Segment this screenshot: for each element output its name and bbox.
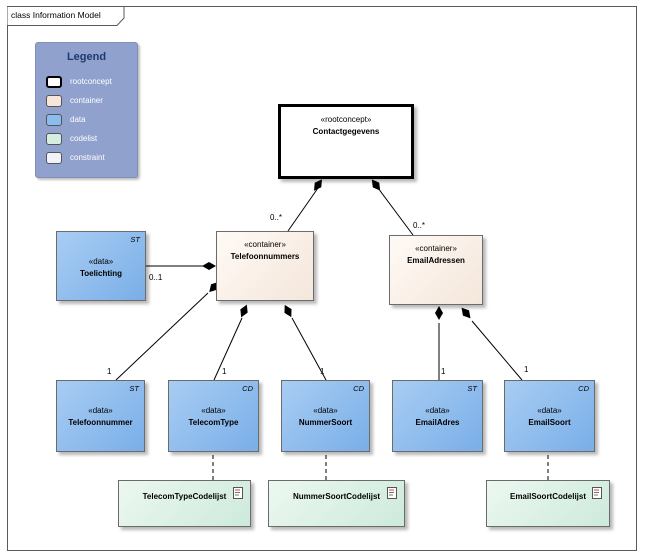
- class-name: EmailAdres: [415, 418, 460, 427]
- class-name: Telefoonnummer: [68, 418, 133, 427]
- multiplicity-label: 1: [441, 367, 446, 376]
- codelist-nummersoortcodelijst[interactable]: NummerSoortCodelijst: [268, 480, 405, 527]
- legend-label: rootconcept: [70, 77, 112, 86]
- class-stereotype: «data»: [201, 406, 226, 415]
- class-datatype-tag: CD: [578, 384, 589, 393]
- multiplicity-label: 1: [107, 367, 112, 376]
- class-nummersoort[interactable]: CD «data» NummerSoort: [281, 380, 370, 452]
- class-stereotype: «container»: [244, 240, 286, 249]
- legend-label: codelist: [70, 134, 98, 143]
- class-telecomtype[interactable]: CD «data» TelecomType: [168, 380, 259, 452]
- legend-swatch-data: [46, 114, 62, 126]
- multiplicity-label: 1: [524, 365, 529, 374]
- document-icon: [387, 487, 397, 499]
- class-stereotype: «rootconcept»: [320, 115, 372, 124]
- legend-swatch-constraint: [46, 152, 62, 164]
- document-icon: [592, 487, 602, 499]
- multiplicity-label: 1: [320, 367, 325, 376]
- legend: Legend rootconcept container data codeli…: [35, 42, 138, 178]
- class-emailadressen[interactable]: «container» EmailAdressen: [389, 235, 483, 305]
- composition-connector[interactable]: [213, 303, 251, 381]
- codelist-name: TelecomTypeCodelijst: [142, 492, 227, 501]
- document-icon: [233, 487, 243, 499]
- codelist-telecomtypecodelijst[interactable]: TelecomTypeCodelijst: [118, 480, 251, 527]
- diagram-frame-tab: class Information Model: [7, 6, 125, 26]
- class-name: EmailSoort: [528, 418, 571, 427]
- class-toelichting[interactable]: ST «data» Toelichting: [56, 231, 146, 301]
- class-name: NummerSoort: [298, 418, 353, 427]
- legend-swatch-codelist: [46, 133, 62, 145]
- class-emailsoort[interactable]: CD «data» EmailSoort: [504, 380, 595, 452]
- class-stereotype: «data»: [88, 257, 114, 266]
- class-telefoonnummer[interactable]: ST «data» Telefoonnummer: [56, 380, 145, 452]
- class-datatype-tag: ST: [130, 235, 140, 244]
- codelist-name: NummerSoortCodelijst: [292, 492, 381, 501]
- class-emailadres[interactable]: ST «data» EmailAdres: [392, 380, 483, 452]
- legend-label: container: [70, 96, 103, 105]
- composition-connector[interactable]: [458, 305, 523, 381]
- class-stereotype: «data»: [88, 406, 113, 415]
- legend-title: Legend: [66, 51, 107, 63]
- class-stereotype: «data»: [425, 406, 450, 415]
- frame-tab-outline: [7, 6, 125, 26]
- class-telefoonnummers[interactable]: «container» Telefoonnummers: [216, 231, 314, 301]
- class-datatype-tag: ST: [129, 384, 139, 393]
- class-datatype-tag: CD: [353, 384, 364, 393]
- legend-label: constraint: [70, 153, 105, 162]
- class-name: TelecomType: [188, 418, 239, 427]
- multiplicity-label: 1: [222, 367, 227, 376]
- legend-label: data: [70, 115, 86, 124]
- class-name: Telefoonnummers: [230, 252, 300, 261]
- frame-label: class Information Model: [11, 10, 101, 20]
- codelist-emailsoortcodelijst[interactable]: EmailSoortCodelijst: [486, 480, 610, 527]
- class-stereotype: «data»: [537, 406, 562, 415]
- legend-swatch-container: [46, 95, 62, 107]
- class-name: EmailAdressen: [407, 256, 465, 265]
- class-datatype-tag: ST: [467, 384, 477, 393]
- legend-swatch-rootconcept: [46, 76, 62, 88]
- class-datatype-tag: CD: [242, 384, 253, 393]
- composition-connector[interactable]: [146, 262, 216, 270]
- composition-connector[interactable]: [281, 303, 327, 381]
- class-stereotype: «container»: [415, 244, 457, 253]
- class-name: Contactgegevens: [312, 127, 380, 136]
- multiplicity-label: 0..1: [149, 273, 163, 282]
- class-contactgegevens[interactable]: «rootconcept» Contactgegevens: [278, 104, 414, 179]
- class-name: Toelichting: [79, 269, 123, 278]
- composition-connector[interactable]: [435, 306, 443, 380]
- multiplicity-label: 0..*: [413, 221, 426, 230]
- codelist-name: EmailSoortCodelijst: [509, 492, 586, 501]
- multiplicity-label: 0..*: [270, 213, 283, 222]
- composition-connector[interactable]: [369, 177, 414, 236]
- class-stereotype: «data»: [313, 406, 338, 415]
- composition-connector[interactable]: [287, 177, 325, 232]
